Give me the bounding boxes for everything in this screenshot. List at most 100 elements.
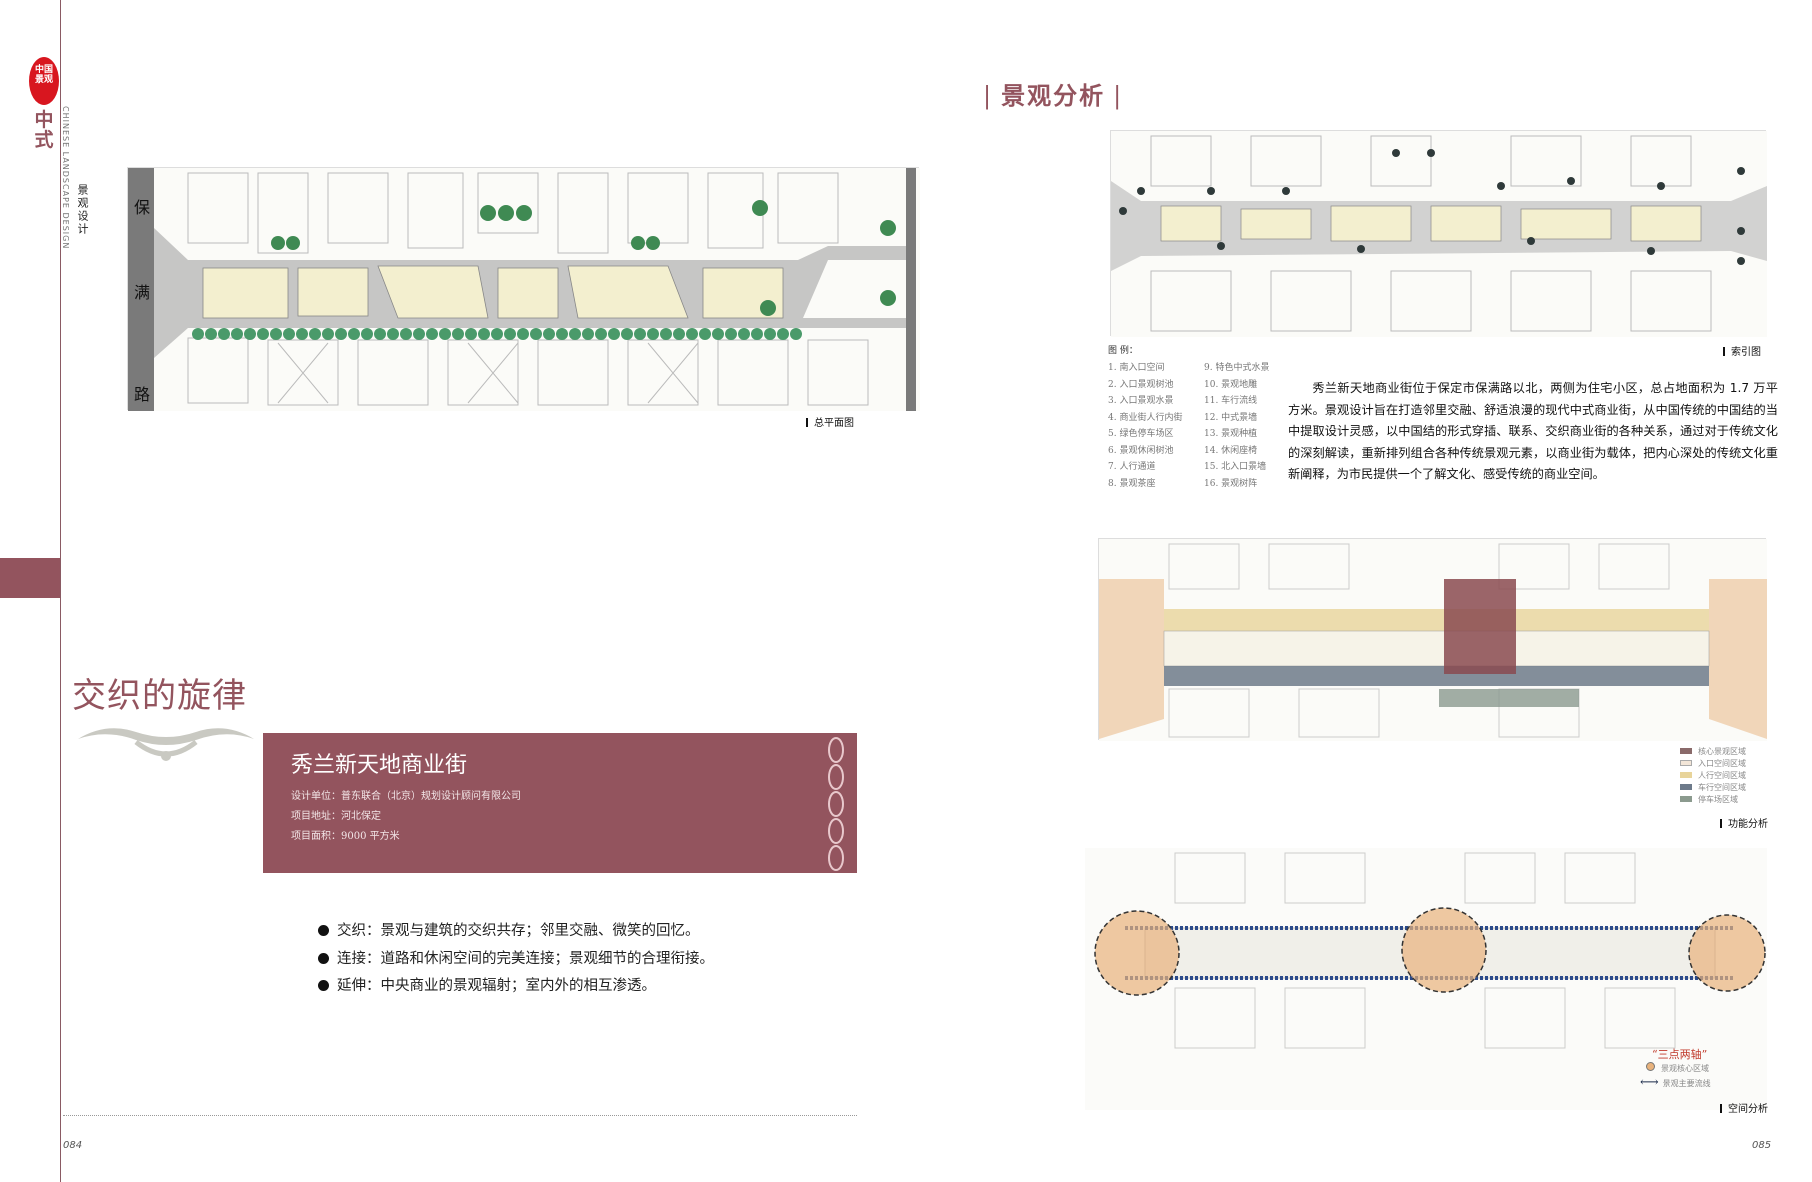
tree-mark bbox=[348, 328, 360, 340]
bullet-dot-icon bbox=[318, 980, 329, 991]
index-plan-caption: 索引图 bbox=[1723, 343, 1761, 358]
tree-mark bbox=[257, 328, 269, 340]
tree-mark bbox=[608, 328, 620, 340]
legend-item: 入口空间区域 bbox=[1680, 758, 1746, 770]
project-name: 秀兰新天地商业街 bbox=[291, 753, 468, 778]
tree-mark bbox=[647, 328, 659, 340]
dotted-divider bbox=[63, 1115, 857, 1116]
legend-item: ⟷景观主要流线 bbox=[1640, 1075, 1711, 1090]
svg-text:路: 路 bbox=[134, 385, 150, 404]
tree-mark bbox=[361, 328, 373, 340]
tree-mark bbox=[374, 328, 386, 340]
section-title: |景观分析| bbox=[983, 81, 1124, 110]
legend-column-1: 1. 南入口空间 2. 入口景观树池 3. 入口景观水景 4. 商业街人行内街 … bbox=[1108, 360, 1208, 492]
index-plan-image bbox=[1110, 130, 1767, 337]
legend-swatch bbox=[1680, 760, 1692, 766]
logo-text: 中式 bbox=[34, 109, 54, 151]
tree-mark bbox=[452, 328, 464, 340]
tree-mark bbox=[725, 328, 737, 340]
bullet-dot-icon bbox=[318, 925, 329, 936]
vertical-chinese-title: 景观设计 bbox=[76, 184, 89, 236]
project-area: 项目面积：9000 平方米 bbox=[291, 831, 400, 842]
tree-mark bbox=[231, 328, 243, 340]
svg-text:满: 满 bbox=[134, 283, 150, 302]
chinese-knot-pattern-icon bbox=[828, 737, 844, 871]
legend-item: 10. 景观地雕 bbox=[1204, 379, 1258, 390]
legend-title: 图 例： bbox=[1108, 346, 1138, 356]
legend-item: 车行空间区域 bbox=[1680, 782, 1746, 794]
concept-label: “三点两轴” bbox=[1652, 1048, 1708, 1061]
tree-mark bbox=[504, 328, 516, 340]
feature-bullet-list: 交织：景观与建筑的交织共存；邻里交融、微笑的回忆。 连接：道路和休闲空间的完美连… bbox=[318, 918, 714, 1001]
legend-swatch bbox=[1680, 784, 1692, 790]
tree-mark bbox=[426, 328, 438, 340]
master-plan-caption: 总平面图 bbox=[806, 414, 854, 429]
legend-item: 3. 入口景观水景 bbox=[1108, 396, 1174, 406]
tree-mark bbox=[478, 328, 490, 340]
tree-mark bbox=[621, 328, 633, 340]
project-designer: 设计单位：普东联合（北京）规划设计顾问有限公司 bbox=[291, 791, 521, 802]
tree-mark bbox=[569, 328, 581, 340]
legend-swatch bbox=[1680, 796, 1692, 802]
legend-item: 14. 休闲座椅 bbox=[1204, 445, 1258, 456]
seal-logo: 中国景观 bbox=[29, 57, 59, 105]
tree-mark bbox=[205, 328, 217, 340]
tree-mark bbox=[699, 328, 711, 340]
tree-mark bbox=[634, 328, 646, 340]
page-title: 交织的旋律 bbox=[72, 676, 247, 716]
legend-item: 核心景观区域 bbox=[1680, 746, 1746, 758]
legend-swatch bbox=[1680, 772, 1692, 778]
tree-mark bbox=[738, 328, 750, 340]
function-legend: 核心景观区域 入口空间区域 人行空间区域 车行空间区域 停车场区域 bbox=[1680, 746, 1746, 806]
tree-mark bbox=[218, 328, 230, 340]
legend-column-2: 9. 特色中式水景 10. 景观地雕 11. 车行流线 12. 中式景墙 13.… bbox=[1204, 360, 1304, 492]
space-legend: “三点两轴” 景观核心区域 ⟷景观主要流线 bbox=[1640, 1048, 1711, 1091]
index-plan-legend: 图 例： 1. 南入口空间 2. 入口景观树池 3. 入口景观水景 4. 商业街… bbox=[1108, 343, 1278, 493]
tree-mark bbox=[244, 328, 256, 340]
master-plan-image: 保 满 路 bbox=[127, 167, 920, 411]
project-location: 项目地址：河北保定 bbox=[291, 811, 381, 822]
ornament-flourish-icon bbox=[78, 728, 254, 761]
vertical-english-title: CHINESE LANDSCAPE DESIGN bbox=[61, 106, 70, 250]
tree-mark bbox=[439, 328, 451, 340]
bullet-dot-icon bbox=[318, 952, 329, 964]
legend-swatch bbox=[1680, 748, 1692, 754]
legend-item: 停车场区域 bbox=[1680, 794, 1746, 806]
legend-item: 15. 北入口景墙 bbox=[1204, 462, 1267, 472]
tree-mark bbox=[413, 328, 425, 340]
bullet-item: 连接：道路和休闲空间的完美连接；景观细节的合理衔接。 bbox=[318, 946, 714, 974]
tree-mark bbox=[582, 328, 594, 340]
page-edge-tab bbox=[0, 558, 60, 598]
tree-mark bbox=[387, 328, 399, 340]
tree-mark bbox=[660, 328, 672, 340]
legend-item: 景观核心区域 bbox=[1640, 1062, 1711, 1076]
space-analysis-caption: 空间分析 bbox=[1720, 1100, 1768, 1115]
tree-mark bbox=[686, 328, 698, 340]
tree-mark bbox=[764, 328, 776, 340]
function-analysis-caption: 功能分析 bbox=[1720, 815, 1768, 830]
legend-item: 6. 景观休闲树池 bbox=[1108, 445, 1174, 456]
page-margin-line bbox=[60, 0, 61, 1182]
legend-item: 9. 特色中式水景 bbox=[1204, 363, 1270, 373]
tree-mark bbox=[751, 328, 763, 340]
tree-mark bbox=[400, 328, 412, 340]
tree-mark bbox=[595, 328, 607, 340]
page-number-left: 084 bbox=[63, 1140, 83, 1151]
tree-mark bbox=[283, 328, 295, 340]
tree-mark bbox=[491, 328, 503, 340]
tree-mark bbox=[517, 328, 529, 340]
double-arrow-icon: ⟷ bbox=[1640, 1075, 1659, 1090]
tree-mark bbox=[543, 328, 555, 340]
legend-item: 4. 商业街人行内街 bbox=[1108, 412, 1183, 423]
bullet-item: 延伸：中央商业的景观辐射；室内外的相互渗透。 bbox=[318, 973, 714, 1001]
road-label-char: 保 bbox=[134, 198, 150, 217]
legend-item: 11. 车行流线 bbox=[1204, 396, 1258, 406]
tree-mark bbox=[673, 328, 685, 340]
tree-mark bbox=[309, 328, 321, 340]
tree-mark bbox=[322, 328, 334, 340]
tree-mark bbox=[270, 328, 282, 340]
project-info-box: 秀兰新天地商业街 设计单位：普东联合（北京）规划设计顾问有限公司 项目地址：河北… bbox=[263, 733, 857, 873]
tree-mark bbox=[530, 328, 542, 340]
tree-mark bbox=[465, 328, 477, 340]
legend-item: 12. 中式景墙 bbox=[1204, 412, 1258, 423]
